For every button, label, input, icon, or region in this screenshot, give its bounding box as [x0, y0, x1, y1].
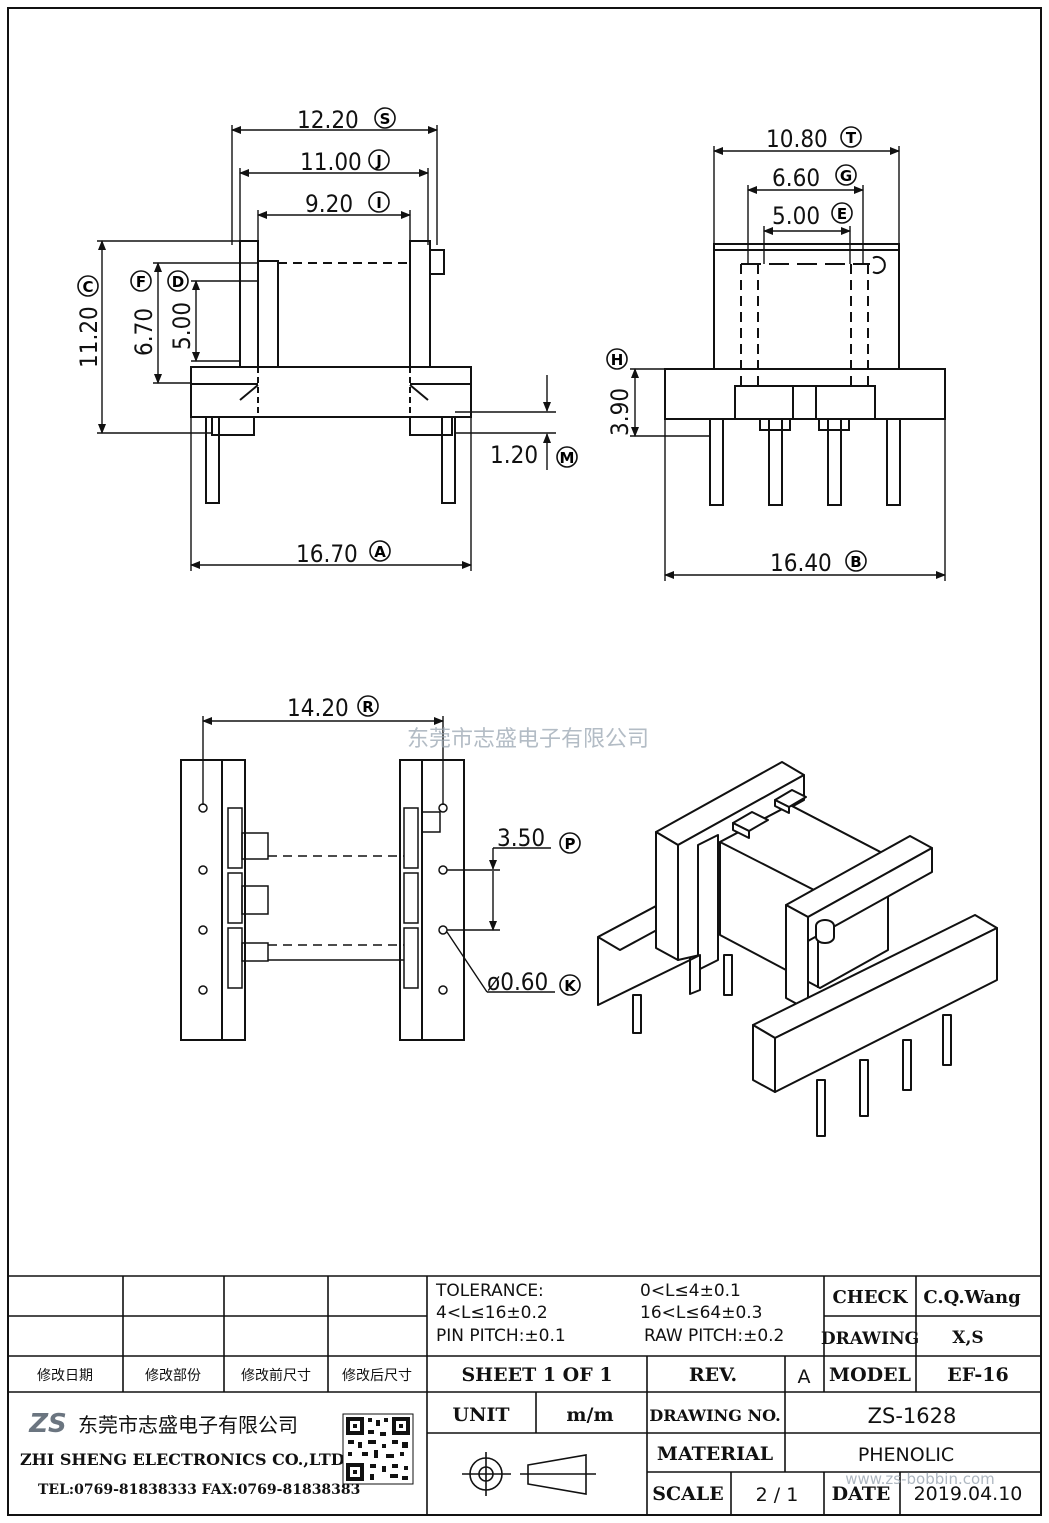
tolerance-3: 16<L≤64±0.3 [640, 1303, 763, 1323]
dim-I-value: 9.20 [305, 190, 353, 218]
dim-S-value: 12.20 [297, 106, 359, 134]
date-value: 2019.04.10 [914, 1483, 1023, 1505]
tolerance-2: 4<L≤16±0.2 [436, 1303, 548, 1323]
dim-E-value: 5.00 [772, 202, 820, 230]
dim-A-tag: A [374, 543, 386, 561]
tolerance-1: 0<L≤4±0.1 [640, 1281, 741, 1301]
dim-D-tag: D [172, 273, 184, 291]
dim-R-tag: R [362, 698, 374, 716]
dim-M-value: 1.20 [490, 441, 538, 469]
qr-code-icon [342, 1413, 414, 1485]
bottom-view-labels: 14.20 R 3.50 P ø0.60 K [287, 694, 581, 996]
check-value: C.Q.Wang [923, 1287, 1021, 1308]
bottom-view [180, 759, 465, 1041]
dim-F-value: 6.70 [130, 308, 158, 356]
rev-header-before: 修改前尺寸 [241, 1367, 311, 1384]
rev-value: A [798, 1366, 811, 1388]
dim-G-tag: G [840, 167, 852, 185]
dim-J-tag: J [375, 152, 382, 170]
model-value: EF-16 [947, 1364, 1008, 1386]
raw-pitch: RAW PITCH:±0.2 [644, 1326, 784, 1346]
scale-label: SCALE [652, 1483, 723, 1505]
dim-E-tag: E [837, 205, 847, 223]
company-en: ZHI SHENG ELECTRONICS CO.,LTD [20, 1450, 345, 1469]
dim-C-value: 11.20 [75, 306, 103, 368]
unit-value: m/m [566, 1404, 613, 1426]
drawing-no-value: ZS-1628 [868, 1404, 957, 1428]
drawing-label: DRAWING [821, 1329, 919, 1349]
dim-J-value: 11.00 [300, 148, 362, 176]
rev-header-after: 修改后尺寸 [342, 1368, 412, 1384]
watermark-url: www.zs-bobbin.com [845, 1470, 995, 1488]
unit-label: UNIT [453, 1404, 510, 1426]
dim-B-tag: B [850, 553, 861, 571]
dim-F-tag: F [136, 273, 146, 291]
tolerance-label: TOLERANCE: [435, 1281, 544, 1301]
projection-symbol-icon [462, 1452, 596, 1496]
dim-R-value: 14.20 [287, 694, 349, 722]
side-view-dims [630, 146, 946, 581]
dim-P-value: 3.50 [497, 824, 545, 852]
rev-header-date: 修改日期 [37, 1368, 93, 1384]
dim-H-value: 3.90 [606, 388, 634, 436]
check-label: CHECK [832, 1287, 908, 1308]
side-view [664, 243, 946, 506]
dim-B-value: 16.40 [770, 549, 832, 577]
dim-T-value: 10.80 [766, 125, 828, 153]
material-label: MATERIAL [657, 1443, 773, 1465]
dim-K-value: ø0.60 [487, 968, 548, 996]
company-contact: TEL:0769-81838333 FAX:0769-81838383 [38, 1482, 360, 1498]
isometric-view [597, 761, 998, 1137]
bottom-view-dims [202, 716, 555, 993]
dim-A-value: 16.70 [296, 540, 358, 568]
material-value: PHENOLIC [858, 1444, 954, 1466]
model-label: MODEL [829, 1364, 911, 1386]
sheet-text: SHEET 1 OF 1 [461, 1364, 612, 1386]
title-block-grid [8, 1275, 1041, 1515]
dim-T-tag: T [846, 129, 857, 147]
dim-D-value: 5.00 [168, 302, 196, 350]
dim-S-tag: S [380, 110, 391, 128]
drawing-no-label: DRAWING NO. [649, 1406, 780, 1425]
company-cn: 东莞市志盛电子有限公司 [78, 1413, 298, 1437]
dim-I-tag: I [376, 194, 382, 212]
title-block-text: TOLERANCE: 0<L≤4±0.1 4<L≤16±0.2 16<L≤64±… [20, 1281, 1022, 1506]
front-view-labels: 12.20 S 11.00 J 9.20 I 11.20 C 6.70 F 5.… [75, 106, 578, 568]
front-view [190, 240, 472, 504]
side-view-labels: 10.80 T 6.60 G 5.00 E 3.90 H 16.40 B [606, 125, 867, 577]
rev-label: REV. [689, 1364, 737, 1386]
dim-P-tag: P [565, 835, 576, 853]
dim-H-tag: H [611, 351, 624, 369]
pin-pitch: PIN PITCH:±0.1 [436, 1326, 566, 1346]
dim-M-tag: M [560, 449, 575, 467]
date-label: DATE [832, 1483, 891, 1505]
drawing-value: X,S [952, 1328, 983, 1348]
scale-value: 2 / 1 [756, 1484, 799, 1506]
dim-G-value: 6.60 [772, 164, 820, 192]
dim-C-tag: C [82, 278, 93, 296]
rev-header-part: 修改部份 [145, 1368, 201, 1384]
dim-K-tag: K [564, 977, 577, 995]
watermark-text: 东莞市志盛电子有限公司 [407, 727, 649, 752]
sheet-border [7, 7, 1042, 1516]
front-view-dims [97, 125, 556, 571]
company-logo: ZS [28, 1409, 67, 1439]
